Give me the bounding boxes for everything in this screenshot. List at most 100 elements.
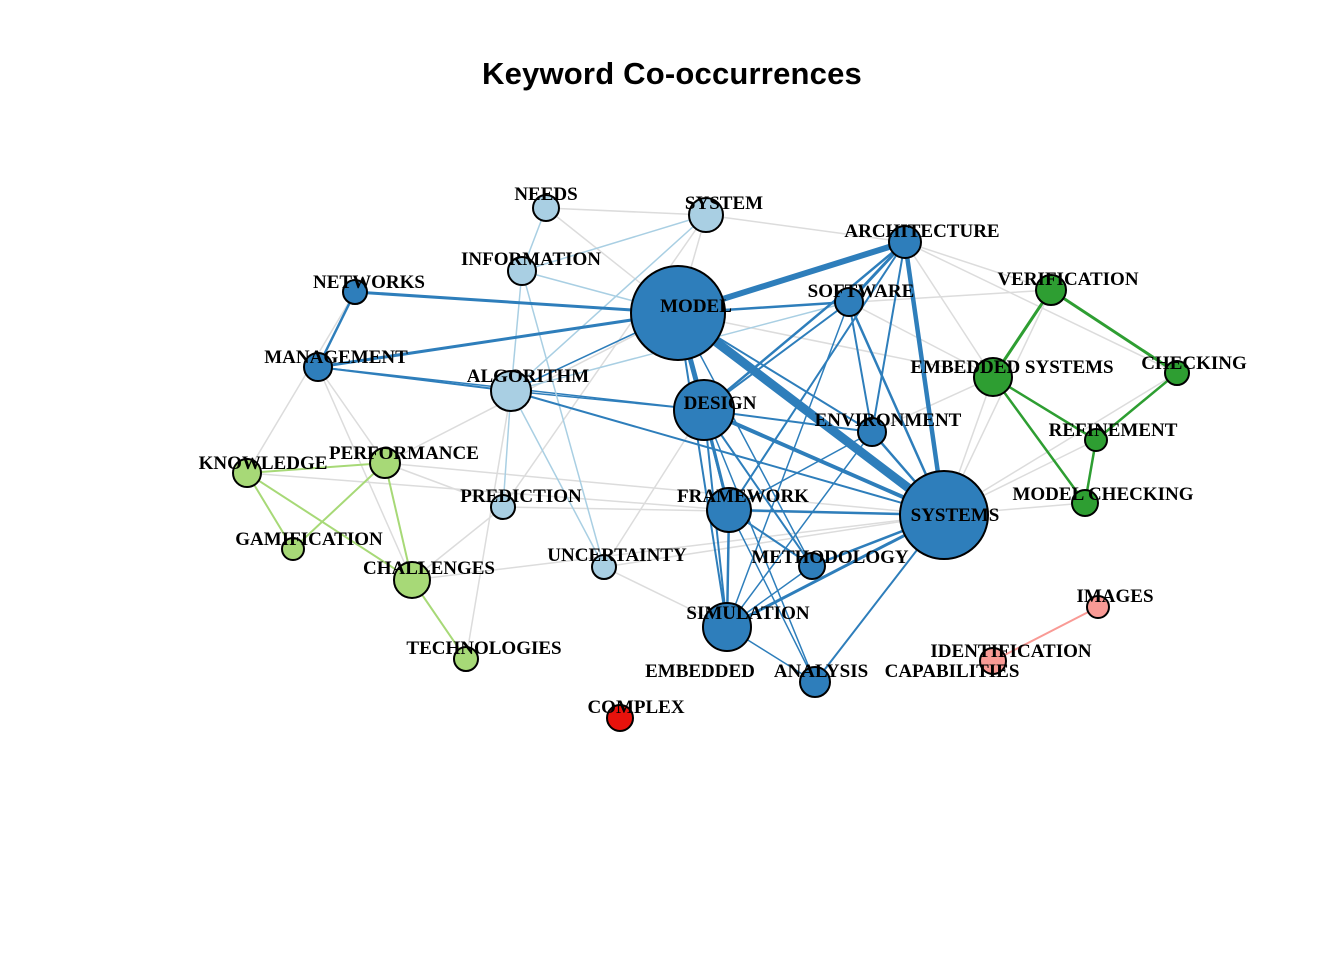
graph-edge: [677, 312, 728, 628]
graph-edge: [848, 301, 873, 433]
node-label-performance: PERFORMANCE: [329, 443, 479, 464]
node-label-networks: NETWORKS: [313, 272, 425, 293]
node-label-architecture: ARCHITECTURE: [844, 221, 999, 242]
graph-node-gamification[interactable]: [281, 537, 305, 561]
graph-edge: [317, 366, 386, 464]
graph-edge: [510, 390, 705, 411]
graph-node-framework[interactable]: [706, 487, 752, 533]
node-label-simulation: SIMULATION: [686, 603, 809, 624]
graph-edge: [502, 214, 707, 508]
graph-edge: [943, 372, 1178, 516]
graph-edge: [521, 270, 605, 568]
graph-node-methodology[interactable]: [798, 552, 826, 580]
node-label-framework: FRAMEWORK: [677, 486, 809, 507]
graph-node-software[interactable]: [834, 287, 864, 317]
graph-node-model[interactable]: [630, 265, 726, 361]
graph-node-simulation[interactable]: [702, 602, 752, 652]
node-label-system: SYSTEM: [685, 193, 763, 214]
graph-edge: [510, 390, 605, 568]
graph-edge: [317, 366, 512, 392]
graph-edge: [292, 462, 386, 550]
graph-edge: [246, 462, 386, 474]
graph-node-checking[interactable]: [1164, 360, 1190, 386]
graph-edge: [992, 606, 1099, 662]
graph-edge: [673, 308, 949, 520]
graph-node-system[interactable]: [688, 197, 724, 233]
graph-node-complex[interactable]: [606, 704, 634, 732]
graph-edge: [384, 462, 413, 581]
graph-edge: [677, 312, 994, 378]
graph-edge: [411, 514, 945, 581]
graph-edge: [1094, 371, 1179, 442]
graph-edge: [510, 390, 945, 516]
node-label-information: INFORMATION: [461, 249, 601, 270]
graph-node-refinement[interactable]: [1084, 428, 1108, 452]
graph-edge: [871, 376, 994, 433]
graph-edge: [465, 390, 512, 660]
graph-edge: [904, 241, 1052, 291]
node-label-checking: CHECKING: [1141, 353, 1247, 374]
graph-node-embedded_systems[interactable]: [973, 357, 1013, 397]
graph-edge: [384, 462, 504, 508]
graph-node-knowledge[interactable]: [232, 458, 262, 488]
node-layer: [232, 194, 1190, 732]
graph-edge: [246, 291, 356, 474]
graph-edge: [703, 409, 816, 683]
node-label-identification: IDENTIFICATION: [930, 641, 1091, 662]
graph-node-challenges[interactable]: [393, 561, 431, 599]
node-label-systems: SYSTEMS: [911, 505, 1000, 526]
node-label-environment: ENVIRONMENT: [815, 410, 962, 431]
graph-node-systems[interactable]: [899, 470, 989, 560]
graph-node-management[interactable]: [303, 352, 333, 382]
graph-edge: [545, 207, 707, 216]
graph-edge: [728, 509, 816, 683]
node-label-knowledge: KNOWLEDGE: [199, 453, 328, 474]
graph-edge: [726, 431, 873, 628]
graph-edge: [384, 462, 945, 516]
node-label-gamification: GAMIFICATION: [235, 529, 383, 550]
graph-edge: [246, 472, 413, 581]
node-label-model_checking: MODEL CHECKING: [1012, 484, 1193, 505]
graph-node-performance[interactable]: [369, 447, 401, 479]
graph-node-information[interactable]: [507, 256, 537, 286]
node-label-technologies: TECHNOLOGIES: [406, 638, 561, 659]
graph-node-model_checking[interactable]: [1071, 489, 1099, 517]
node-label-model: MODEL: [660, 296, 732, 317]
graph-node-needs[interactable]: [532, 194, 560, 222]
node-label-capabilities: CAPABILITIES: [885, 661, 1020, 682]
node-label-challenges: CHALLENGES: [363, 558, 495, 579]
graph-node-networks[interactable]: [342, 279, 368, 305]
graph-edge: [246, 472, 730, 511]
node-label-methodology: METHODOLOGY: [751, 547, 909, 568]
node-label-algorithm: ALGORITHM: [467, 366, 590, 387]
node-label-complex: COMPLEX: [587, 697, 684, 718]
graph-edge: [1049, 288, 1179, 375]
graph-edge: [726, 301, 850, 628]
page-title: Keyword Co-occurrences: [482, 56, 862, 91]
graph-node-algorithm[interactable]: [490, 370, 532, 412]
graph-node-environment[interactable]: [857, 417, 887, 447]
node-label-management: MANAGEMENT: [264, 347, 408, 368]
graph-edge: [521, 214, 707, 272]
node-label-verification: VERIFICATION: [997, 269, 1138, 290]
graph-node-identification[interactable]: [979, 647, 1007, 675]
graph-edge: [702, 240, 907, 412]
node-label-analysis: ANALYSIS: [774, 661, 868, 682]
graph-node-uncertainty[interactable]: [591, 554, 617, 580]
graph-edge: [991, 375, 1087, 505]
graph-node-prediction[interactable]: [490, 494, 516, 520]
node-label-uncertainty: UNCERTAINTY: [547, 545, 687, 566]
graph-node-verification[interactable]: [1035, 274, 1067, 306]
graph-edge: [316, 311, 680, 369]
graph-edge: [902, 239, 947, 518]
graph-node-architecture[interactable]: [888, 225, 922, 259]
node-label-software: SOFTWARE: [808, 281, 915, 302]
graph-node-analysis[interactable]: [799, 666, 831, 698]
node-label-embedded: EMBEDDED: [645, 661, 755, 682]
graph-node-design[interactable]: [673, 379, 735, 441]
graph-node-technologies[interactable]: [453, 646, 479, 672]
graph-node-images[interactable]: [1086, 595, 1110, 619]
